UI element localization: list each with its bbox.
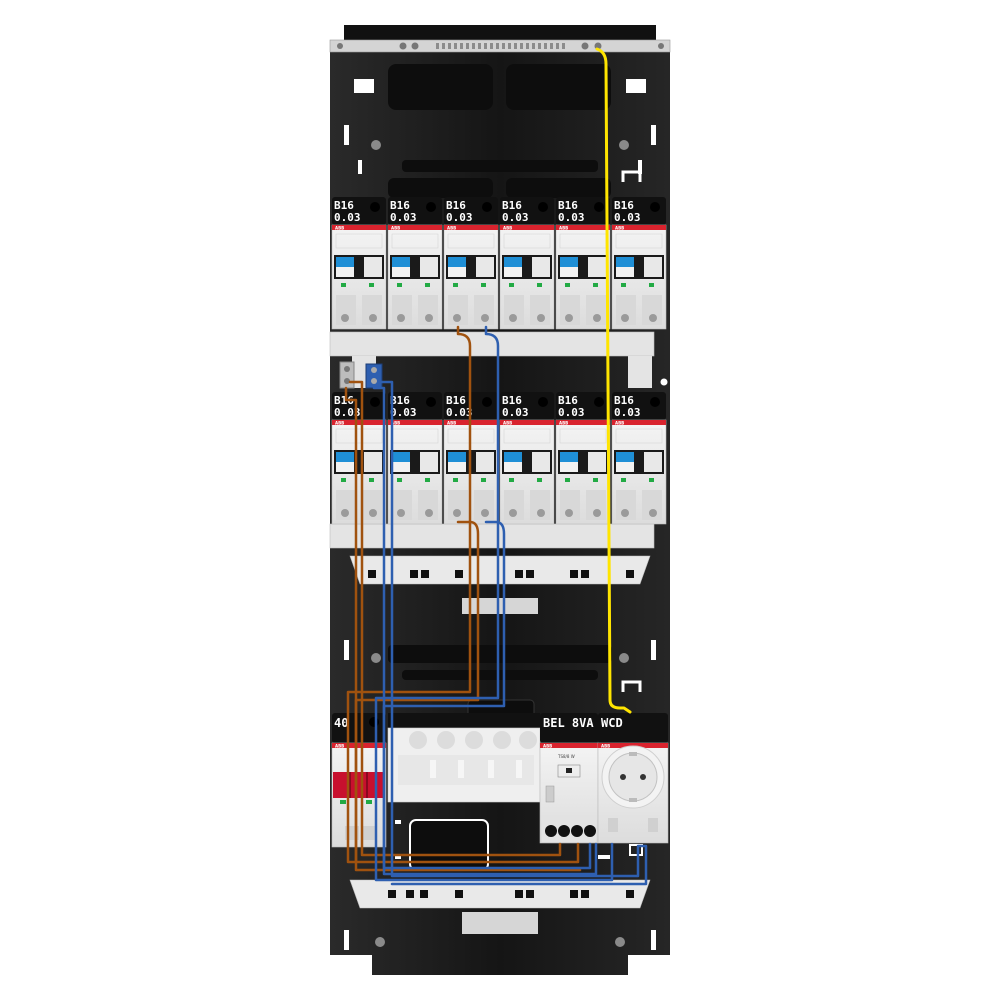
breaker-brand: ABB	[503, 421, 512, 426]
din-rails	[329, 331, 655, 934]
breaker-rating: B16	[446, 394, 466, 407]
breaker-sensitivity: 0.03	[614, 211, 641, 224]
breaker-rating: B16	[334, 199, 354, 212]
transformer-caption: TS8/8 W	[557, 754, 575, 759]
breaker-rating: B16	[558, 394, 578, 407]
breaker-sensitivity: 0.03	[502, 211, 529, 224]
breaker-rating: B16	[614, 394, 634, 407]
bell-transformer-label: BEL 8VA	[543, 716, 594, 730]
breaker-toggle[interactable]	[392, 452, 410, 462]
bell-transformer-brand: ABB	[543, 744, 552, 749]
wiring	[344, 47, 648, 886]
screw-icon	[426, 202, 436, 212]
breaker-sensitivity: 0.03	[390, 406, 417, 419]
breaker-sensitivity: 0.03	[558, 211, 585, 224]
screw-icon	[538, 397, 548, 407]
breaker-sensitivity: 0.03	[502, 406, 529, 419]
breaker-sensitivity: 0.03	[334, 211, 361, 224]
breaker-rating: B16	[334, 394, 354, 407]
breaker-brand: ABB	[615, 421, 624, 426]
breaker-sensitivity: 0.03	[446, 211, 473, 224]
main-switch[interactable]: 40 ABB	[331, 713, 387, 848]
screw-icon	[538, 202, 548, 212]
screw-icon	[594, 397, 604, 407]
breaker-toggle[interactable]	[336, 452, 354, 462]
brown-wires	[344, 325, 582, 872]
screw-icon	[426, 397, 436, 407]
breaker-sensitivity: 0.03	[614, 406, 641, 419]
breaker-rating: B16	[390, 199, 410, 212]
bell-transformer: BEL 8VA ABB TS8/8 W	[539, 713, 599, 844]
screw-icon	[370, 202, 380, 212]
breaker-brand: ABB	[503, 226, 512, 231]
screw-icon	[594, 202, 604, 212]
breaker-toggle[interactable]	[560, 452, 578, 462]
screw-icon	[482, 202, 492, 212]
breaker-sensitivity: 0.03	[446, 406, 473, 419]
blue-wires	[372, 325, 648, 886]
breaker-sensitivity: 0.03	[334, 406, 361, 419]
lower-modules: 40 ABB BEL 8VA ABB	[331, 713, 669, 871]
breaker-toggle[interactable]	[616, 257, 634, 267]
breaker-row-bottom: B160.03ABBB160.03ABBB160.03ABBB160.03ABB…	[331, 392, 667, 525]
breaker-rating: B16	[446, 199, 466, 212]
breaker-brand: ABB	[447, 226, 456, 231]
breaker-sensitivity: 0.03	[390, 211, 417, 224]
wall-socket[interactable]: WCD ABB	[597, 713, 669, 844]
breaker-rating: B16	[502, 199, 522, 212]
breaker-toggle[interactable]	[392, 257, 410, 267]
breaker-brand: ABB	[391, 421, 400, 426]
breaker-toggle[interactable]	[448, 452, 466, 462]
breaker-toggle[interactable]	[336, 257, 354, 267]
screw-icon	[650, 202, 660, 212]
breaker-brand: ABB	[447, 421, 456, 426]
screw-icon	[370, 397, 380, 407]
screw-icon	[650, 397, 660, 407]
breaker-brand: ABB	[335, 421, 344, 426]
breaker-brand: ABB	[615, 226, 624, 231]
breaker-toggle[interactable]	[448, 257, 466, 267]
screw-icon	[482, 397, 492, 407]
breaker-rating: B16	[558, 199, 578, 212]
breaker-toggle[interactable]	[504, 257, 522, 267]
breaker-rating: B16	[614, 199, 634, 212]
breaker-brand: ABB	[391, 226, 400, 231]
main-switch-brand: ABB	[335, 744, 344, 749]
breaker-toggle[interactable]	[560, 257, 578, 267]
breaker-rating: B16	[502, 394, 522, 407]
breaker-brand: ABB	[335, 226, 344, 231]
breaker-brand: ABB	[559, 226, 568, 231]
breaker-sensitivity: 0.03	[558, 406, 585, 419]
main-switch-label: 40	[334, 716, 348, 730]
breaker-brand: ABB	[559, 421, 568, 426]
socket-label: WCD	[601, 716, 623, 730]
yellow-earth-wire	[595, 47, 632, 714]
breaker-rating: B16	[390, 394, 410, 407]
socket-brand: ABB	[601, 744, 610, 749]
breaker-toggle[interactable]	[616, 452, 634, 462]
breaker-row-top: B160.03ABBB160.03ABBB160.03ABBB160.03ABB…	[331, 197, 667, 330]
breaker-toggle[interactable]	[504, 452, 522, 462]
